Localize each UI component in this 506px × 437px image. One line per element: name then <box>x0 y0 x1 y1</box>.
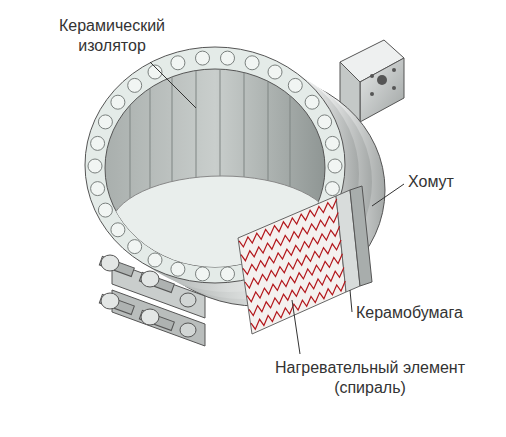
ceramic-bead <box>221 267 235 281</box>
ceramic-bead <box>245 56 259 70</box>
ceramic-bead <box>111 223 125 237</box>
leader-line <box>372 184 404 206</box>
ceramic-bead <box>98 115 112 129</box>
part-label: Керамический изолятор <box>37 16 187 56</box>
ceramic-bead <box>328 159 342 173</box>
leader-line <box>350 290 352 312</box>
ceramic-bead <box>88 159 102 173</box>
ceramic-bead <box>128 78 142 92</box>
ceramic-bead <box>148 253 162 267</box>
leader-line <box>150 62 196 108</box>
coil-turn <box>251 281 345 329</box>
part-label: Нагревательный элемент (спираль) <box>243 358 497 398</box>
ceramic-bead <box>196 267 210 281</box>
ceramic-bead <box>91 136 105 150</box>
cutaway <box>238 186 372 334</box>
ceramic-bead <box>98 203 112 217</box>
ceramic-bead <box>318 115 332 129</box>
ceramic-bead <box>196 51 210 65</box>
ceramic-bead <box>221 51 235 65</box>
part-label: Хомут <box>408 172 454 192</box>
clamp <box>99 255 205 346</box>
ceramic-bead <box>325 136 339 150</box>
ceramic-bead <box>171 262 185 276</box>
ceramic-bead <box>128 240 142 254</box>
ceramic-bead <box>305 95 319 109</box>
part-label: Керамобумага <box>356 303 463 323</box>
ceramic-bead <box>325 182 339 196</box>
ceramic-bead <box>111 95 125 109</box>
ceramic-bead <box>91 182 105 196</box>
ceramic-bead <box>171 56 185 70</box>
ceramic-bead <box>268 65 282 79</box>
heating-coil <box>239 199 345 329</box>
ceramic-bead <box>288 78 302 92</box>
leader-line <box>292 300 300 354</box>
